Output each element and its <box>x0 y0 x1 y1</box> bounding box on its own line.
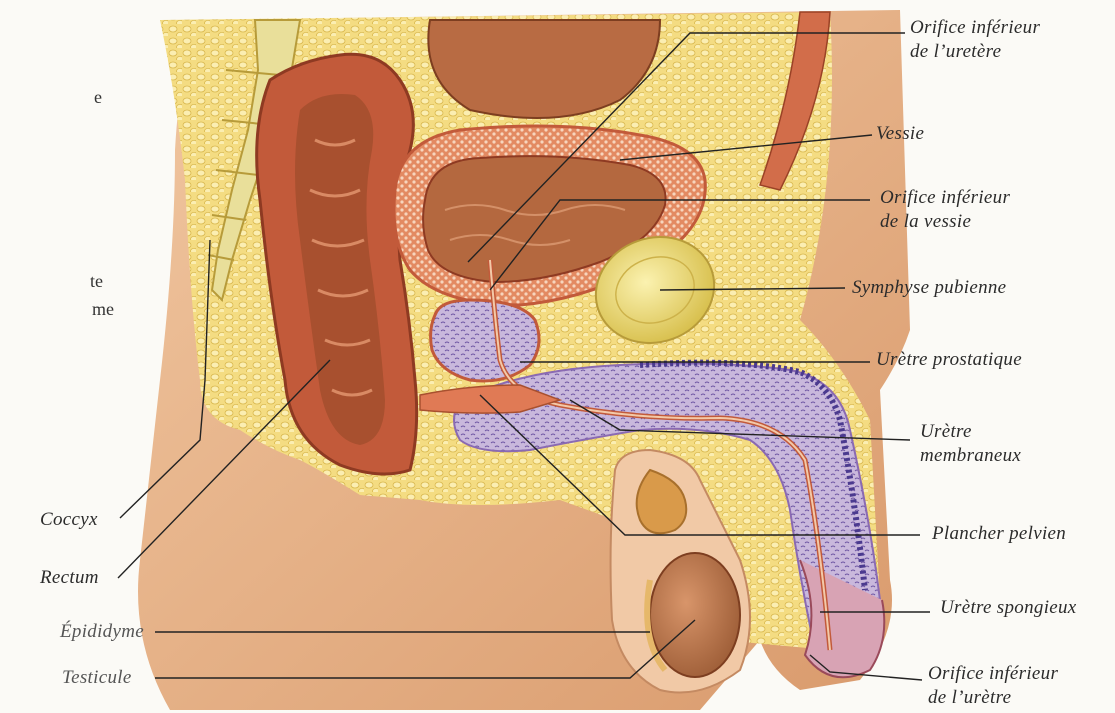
label-coccyx: Coccyx <box>40 508 98 532</box>
cut-text-fragment: e <box>94 86 102 108</box>
label-line-2: de l’uretère <box>910 40 1040 64</box>
label-rectum: Rectum <box>40 566 99 590</box>
label-line-2: membraneux <box>920 444 1021 468</box>
label-uretre-membraneux: Urètre membraneux <box>920 420 1021 468</box>
label-line-2: de la vessie <box>880 210 1010 234</box>
label-line-2: de l’urètre <box>928 686 1058 710</box>
label-orifice-ureter: Orifice inférieur de l’uretère <box>910 16 1040 64</box>
label-line-1: Urètre <box>920 420 1021 444</box>
label-epididyme: Épididyme <box>60 620 144 644</box>
label-symphyse-pubienne: Symphyse pubienne <box>852 276 1006 300</box>
label-vessie: Vessie <box>876 122 924 146</box>
label-line-1: Orifice inférieur <box>928 662 1058 686</box>
label-plancher-pelvien: Plancher pelvien <box>932 522 1066 546</box>
cut-text-fragment: me <box>92 298 114 320</box>
prostate <box>431 300 539 381</box>
label-uretre-spongieux: Urètre spongieux <box>940 596 1077 620</box>
label-testicule: Testicule <box>62 666 132 690</box>
label-uretre-prostatique: Urètre prostatique <box>876 348 1022 372</box>
label-line-1: Orifice inférieur <box>910 16 1040 40</box>
label-orifice-uretre: Orifice inférieur de l’urètre <box>928 662 1058 710</box>
cut-text-fragment: te <box>90 270 103 292</box>
label-orifice-vessie: Orifice inférieur de la vessie <box>880 186 1010 234</box>
label-line-1: Orifice inférieur <box>880 186 1010 210</box>
